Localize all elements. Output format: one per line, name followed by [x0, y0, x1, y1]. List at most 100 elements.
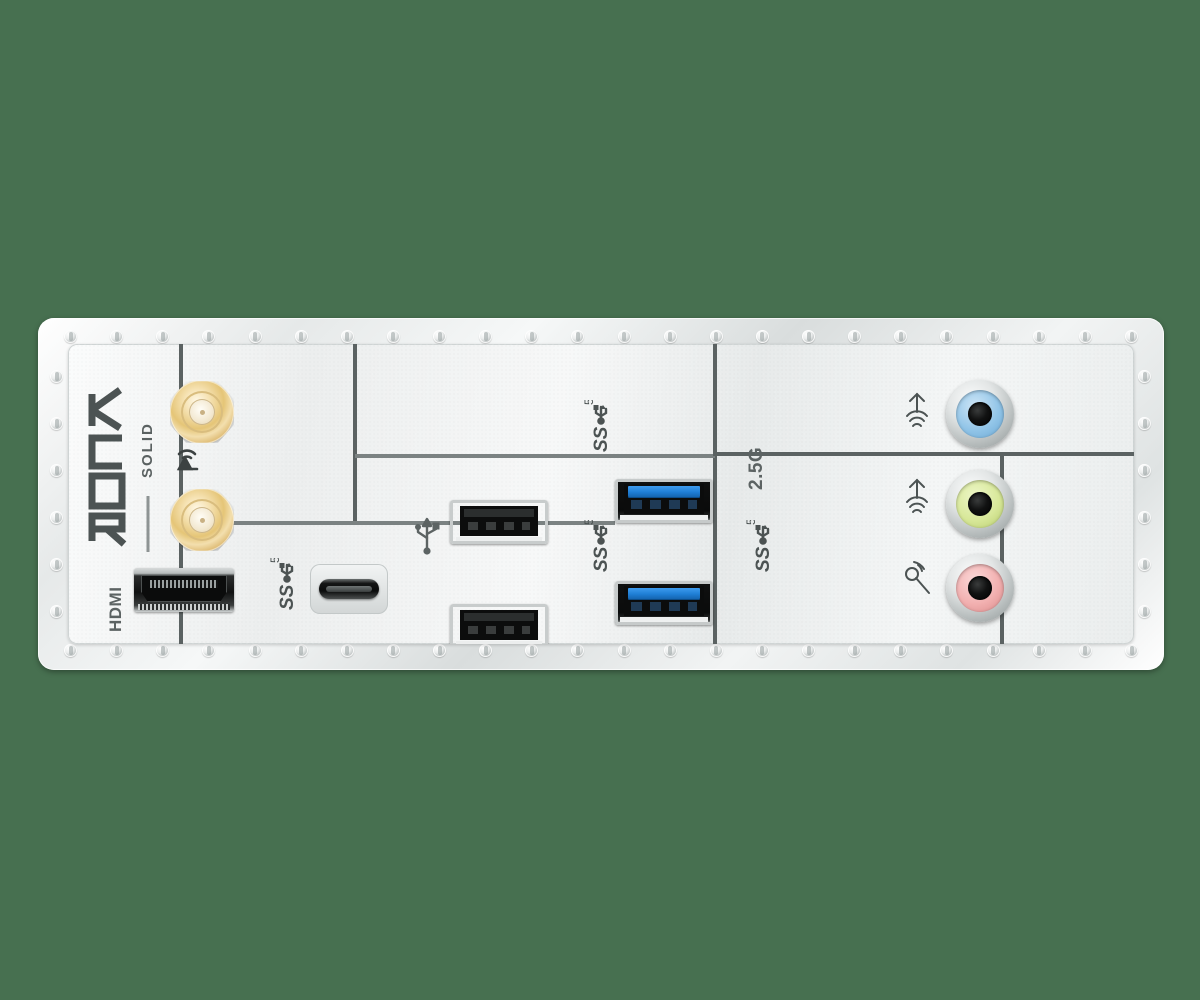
antenna-nut — [181, 391, 223, 433]
usb2-base — [456, 537, 542, 543]
audio-jack-line-in[interactable] — [946, 380, 1014, 448]
usb3-base — [620, 617, 708, 624]
rivet — [479, 644, 493, 657]
rivet — [1138, 417, 1151, 430]
rivet — [571, 330, 585, 343]
microphone-icon — [896, 560, 936, 600]
antenna-connector-bottom[interactable] — [170, 489, 234, 551]
usb2-tongue — [464, 613, 534, 621]
rivet — [617, 330, 631, 343]
rivet — [50, 558, 63, 571]
usb3-port-2[interactable] — [615, 581, 713, 625]
rivet — [525, 330, 539, 343]
rivet-row-top — [38, 324, 1164, 350]
line-in-icon — [899, 390, 935, 430]
rivet — [617, 644, 631, 657]
rock-solid-logo: SOLID — [82, 366, 166, 556]
audio-jack-mic-in[interactable] — [946, 554, 1014, 622]
usb3-tongue — [628, 486, 700, 497]
rivet — [663, 330, 677, 343]
usb2-contacts — [468, 626, 530, 634]
usb3-frame — [615, 479, 713, 523]
rivet — [571, 644, 585, 657]
audio-jack-line-out[interactable] — [946, 470, 1014, 538]
rivet — [802, 644, 816, 657]
usb2-port-bottom[interactable] — [450, 604, 548, 644]
usb-c-connector — [319, 579, 379, 599]
antenna-pin — [199, 517, 205, 523]
usb3-frame — [615, 581, 713, 625]
rivet — [986, 330, 1000, 343]
divider-line-9 — [1000, 452, 1004, 644]
usb3-contacts — [631, 602, 697, 611]
usb2-contacts — [468, 522, 530, 530]
rivet-row-bottom — [38, 638, 1164, 664]
rivet — [433, 644, 447, 657]
rivet — [1032, 644, 1046, 657]
hdmi-port[interactable] — [134, 568, 234, 612]
antenna-core — [189, 399, 215, 425]
antenna-connector-top[interactable] — [170, 381, 234, 443]
usb2-base — [456, 641, 542, 644]
rivet — [986, 644, 1000, 657]
rivet — [386, 330, 400, 343]
usb2-frame — [450, 500, 548, 544]
rivet — [340, 644, 354, 657]
rivet — [50, 605, 63, 618]
svg-text:SS: SS — [277, 584, 298, 610]
rivet — [755, 644, 769, 657]
usb2-port-top[interactable] — [450, 500, 548, 544]
rivet — [64, 330, 77, 343]
usb-superspeed-icon-usbc: SS 5 — [264, 558, 310, 610]
rivet — [50, 417, 63, 430]
lan-speed-label: 2.5G — [746, 446, 767, 490]
rivet — [294, 644, 308, 657]
audio-jack-hole — [968, 576, 992, 600]
line-out-icon — [899, 476, 935, 516]
rivet — [802, 330, 816, 343]
hdmi-pins — [150, 580, 218, 588]
rivet — [202, 330, 216, 343]
usb2-tongue — [464, 509, 534, 517]
rivet — [525, 644, 539, 657]
usb2-frame — [450, 604, 548, 644]
rivet — [894, 330, 908, 343]
antenna-core — [189, 507, 215, 533]
antenna-pin — [199, 409, 205, 415]
usb-superspeed-icon-left-upper: SS 5 — [578, 400, 624, 452]
usb-c-port[interactable] — [310, 564, 388, 614]
rivet — [848, 330, 862, 343]
rivet — [940, 330, 954, 343]
svg-text:SS: SS — [591, 426, 612, 452]
antenna-nut — [181, 499, 223, 541]
rivet — [433, 330, 447, 343]
svg-text:5: 5 — [268, 558, 282, 563]
rivet — [202, 644, 216, 657]
rivet — [110, 644, 124, 657]
usb3-port-1[interactable] — [615, 479, 713, 523]
rivet — [294, 330, 308, 343]
svg-text:SOLID: SOLID — [139, 422, 156, 478]
divider-line-6 — [713, 344, 717, 644]
rivet — [940, 644, 954, 657]
rivet — [1032, 330, 1046, 343]
rivet — [1138, 464, 1151, 477]
rivet — [50, 511, 63, 524]
rivet — [1138, 558, 1151, 571]
svg-text:5: 5 — [582, 400, 596, 405]
rivet — [156, 330, 170, 343]
usb-superspeed-icon-left-lower: SS 5 — [578, 520, 624, 572]
rivet-column-right — [1132, 318, 1158, 670]
rivet — [663, 644, 677, 657]
io-plate: SOLID HDMI SS — [68, 344, 1134, 644]
hdmi-lip — [138, 604, 230, 610]
svg-text:SS: SS — [753, 546, 774, 572]
usb3-tongue — [628, 588, 700, 599]
rivet — [156, 644, 170, 657]
rivet — [50, 370, 63, 383]
divider-line-1 — [179, 344, 183, 644]
rivet-column-left — [44, 318, 70, 670]
rivet — [848, 644, 862, 657]
usb-icon — [411, 516, 443, 556]
rivet — [709, 330, 723, 343]
